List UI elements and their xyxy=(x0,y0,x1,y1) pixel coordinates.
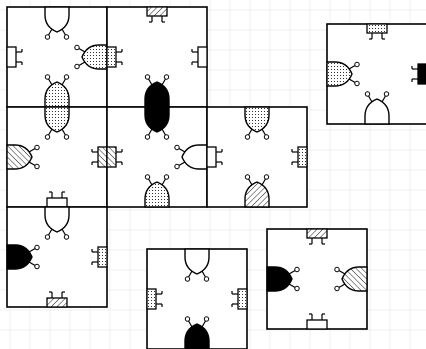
puzzle-tile[interactable] xyxy=(7,207,107,307)
tiles-layer xyxy=(7,7,426,349)
puzzle-tile[interactable] xyxy=(7,7,107,107)
puzzle-tile[interactable] xyxy=(207,107,307,207)
puzzle-tile[interactable] xyxy=(267,229,367,329)
puzzle-tile[interactable] xyxy=(327,24,426,124)
puzzle-tile[interactable] xyxy=(107,7,207,107)
puzzle-tile[interactable] xyxy=(147,249,247,349)
puzzle-tile[interactable] xyxy=(107,107,207,207)
puzzle-tile[interactable] xyxy=(7,107,107,207)
